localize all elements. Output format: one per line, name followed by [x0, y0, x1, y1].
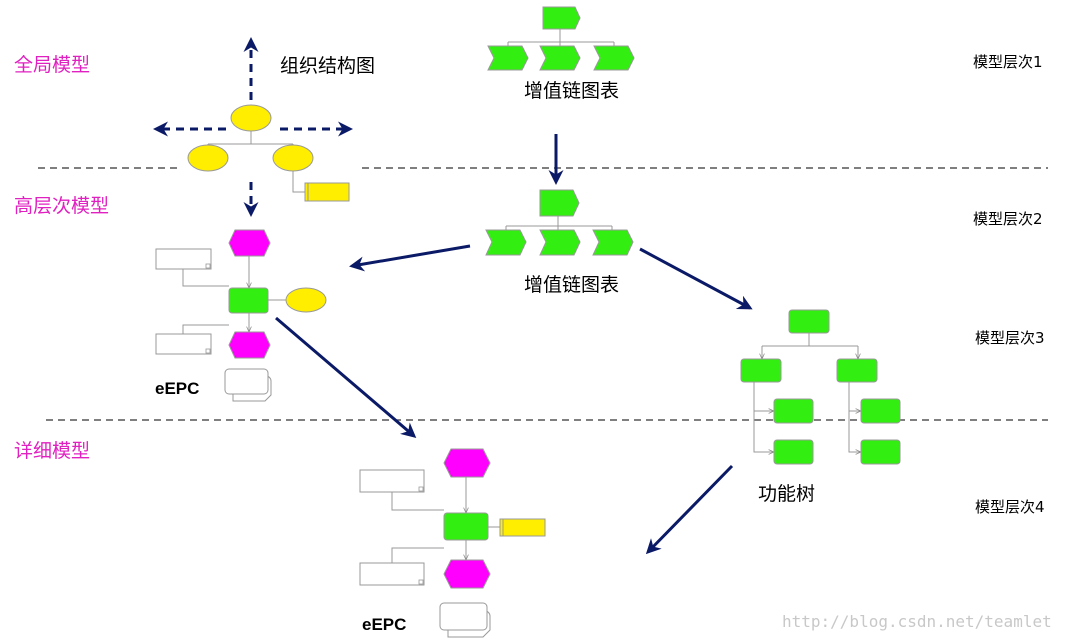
epc2-event-bottom	[443, 559, 491, 589]
org-chart	[187, 104, 350, 202]
epc1-doc-2	[155, 333, 212, 355]
value-chain-diagram-2	[485, 189, 634, 256]
org-unit-root	[230, 104, 272, 132]
vc2-step-1	[485, 229, 527, 256]
ft-leaf-3	[860, 398, 901, 424]
epc1-org-unit	[285, 287, 327, 313]
arrow-function-tree-to-epc2	[645, 464, 734, 555]
layer-label-2: 模型层次2	[973, 210, 1043, 228]
org-unit-right	[272, 144, 314, 172]
epc-diagram-1	[155, 229, 327, 402]
org-info-object	[304, 182, 350, 202]
ft-leaf-4	[860, 439, 901, 465]
epc1-doc-1	[155, 248, 212, 270]
caption-epc-1: eEPC	[155, 379, 200, 398]
layer-label-1: 模型层次1	[973, 53, 1043, 71]
vc1-step-3	[593, 45, 635, 71]
ft-leaf-1	[773, 398, 814, 424]
arrow-epc1-to-epc2	[275, 316, 417, 438]
vc1-step-1	[487, 45, 529, 71]
ft-branch-right	[836, 358, 878, 383]
ft-branch-left	[740, 358, 782, 383]
vc2-step-2	[539, 229, 581, 256]
epc2-event-top	[443, 448, 491, 478]
epc2-info-object	[499, 518, 546, 537]
caption-value-chain-1: 增值链图表	[524, 80, 620, 102]
ft-root	[788, 309, 830, 334]
epc1-event-bottom	[228, 331, 271, 359]
caption-epc-2: eEPC	[362, 615, 407, 634]
arrow-vc2-to-epc1	[349, 244, 471, 272]
vc1-step-2	[539, 45, 581, 71]
level-label-global: 全局模型	[14, 54, 91, 76]
caption-value-chain-2: 增值链图表	[524, 274, 620, 296]
epc1-function	[228, 287, 269, 314]
level-label-high: 高层次模型	[14, 195, 110, 217]
caption-org-chart: 组织结构图	[280, 55, 376, 77]
function-tree	[740, 309, 901, 465]
epc1-event-top	[228, 229, 271, 257]
epc2-function	[443, 512, 489, 541]
vc2-parent	[539, 189, 580, 217]
caption-function-tree: 功能树	[758, 483, 816, 505]
vc1-parent	[542, 6, 581, 30]
watermark: http://blog.csdn.net/teamlet	[782, 612, 1052, 631]
vc2-step-3	[592, 229, 634, 256]
value-chain-diagram-1	[487, 6, 635, 71]
layer-label-3: 模型层次3	[975, 329, 1045, 347]
arrow-vc2-to-function-tree	[639, 247, 753, 310]
epc-diagram-2	[359, 448, 546, 638]
ft-leaf-2	[773, 439, 814, 465]
epc2-doc-1	[359, 469, 425, 493]
epc2-doc-2	[359, 562, 425, 586]
level-label-detail: 详细模型	[14, 440, 91, 462]
org-unit-left	[187, 144, 229, 172]
layer-label-4: 模型层次4	[975, 498, 1045, 516]
